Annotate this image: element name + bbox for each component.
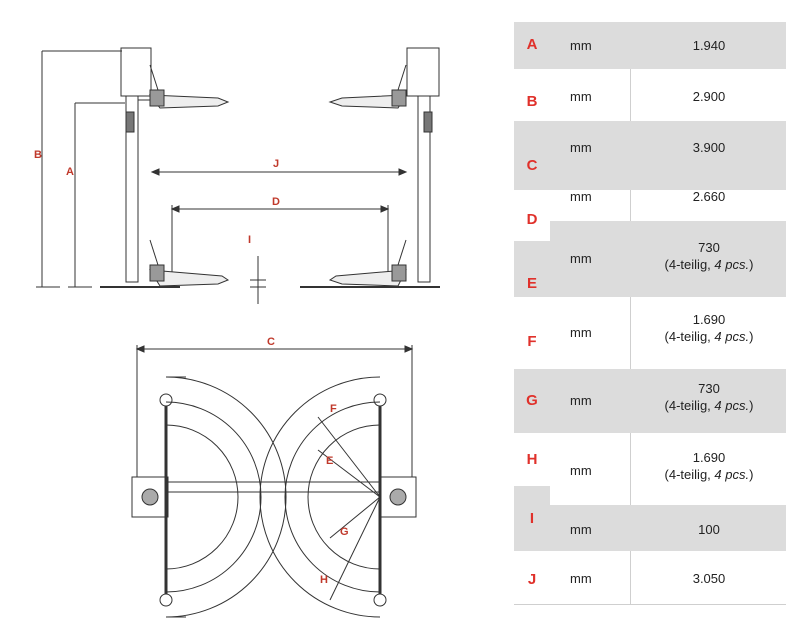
row-value: 2.660 (692, 189, 726, 204)
column-separator (630, 22, 631, 604)
lift-dimension-diagram: B A J D I C F E G H (34, 47, 440, 618)
value-main: 1.690 (692, 312, 726, 327)
row-letter: H (526, 451, 538, 468)
value-main: 730 (698, 240, 720, 255)
label-C: C (267, 336, 275, 348)
row-value: 100 (698, 522, 720, 537)
table-row: C mm 3.900 (514, 121, 786, 190)
row-letter: A (526, 36, 538, 53)
value-note: (4-teilig, 4 pcs.) (664, 257, 754, 272)
row-letter: D (526, 211, 538, 228)
label-A: A (66, 166, 74, 178)
row-value: 3.050 (692, 571, 726, 586)
row-letter: I (529, 510, 535, 527)
value-main: 1.690 (692, 450, 726, 465)
table-row: F mm 1.690 (4-teilig, 4 pcs.) (514, 297, 786, 369)
table-row: A mm 1.940 (514, 22, 786, 69)
label-E: E (326, 455, 333, 467)
table-row: J mm 3.050 (514, 551, 786, 604)
value-note: (4-teilig, 4 pcs.) (664, 329, 754, 344)
label-J: J (273, 158, 279, 170)
label-D: D (272, 196, 280, 208)
table-row: G mm 730 (4-teilig, 4 pcs.) (514, 369, 786, 433)
row-letter: C (526, 157, 538, 174)
value-note: (4-teilig, 4 pcs.) (664, 398, 754, 413)
row-unit: mm (570, 89, 592, 104)
row-letter: E (526, 275, 537, 292)
table-row: I mm 100 (514, 486, 786, 551)
label-B: B (34, 149, 42, 161)
row-unit: mm (570, 325, 592, 340)
label-G: G (340, 526, 349, 538)
value-note: (4-teilig, 4 pcs.) (664, 467, 754, 482)
table-row: E mm 730 (4-teilig, 4 pcs.) (514, 221, 786, 297)
row-value: 1.690 (4-teilig, 4 pcs.) (632, 449, 786, 483)
table-row: D mm 2.660 (514, 173, 786, 228)
row-letter: J (527, 571, 537, 588)
row-letter: F (527, 333, 537, 350)
row-value: 730 (4-teilig, 4 pcs.) (632, 239, 786, 273)
table-row: H mm 1.690 (4-teilig, 4 pcs.) (514, 433, 786, 505)
row-value: 3.900 (692, 140, 726, 155)
label-I: I (248, 234, 251, 246)
row-unit: mm (570, 251, 592, 266)
row-unit: mm (570, 463, 592, 478)
row-letter: G (526, 392, 538, 409)
row-unit: mm (570, 140, 592, 155)
label-H: H (320, 574, 328, 586)
front-view (36, 47, 440, 304)
row-unit: mm (570, 393, 592, 408)
row-value: 1.940 (692, 38, 726, 53)
row-value: 1.690 (4-teilig, 4 pcs.) (632, 311, 786, 345)
label-F: F (330, 403, 337, 415)
row-unit: mm (570, 189, 592, 204)
row-unit: mm (570, 571, 592, 586)
row-unit: mm (570, 522, 592, 537)
table-row: B mm 2.900 (514, 69, 786, 121)
top-view (131, 345, 417, 618)
row-unit: mm (570, 38, 592, 53)
row-letter: B (526, 93, 538, 110)
table-bottom-border (514, 604, 786, 605)
row-value: 2.900 (692, 89, 726, 104)
row-value: 730 (4-teilig, 4 pcs.) (632, 380, 786, 414)
value-main: 730 (698, 381, 720, 396)
